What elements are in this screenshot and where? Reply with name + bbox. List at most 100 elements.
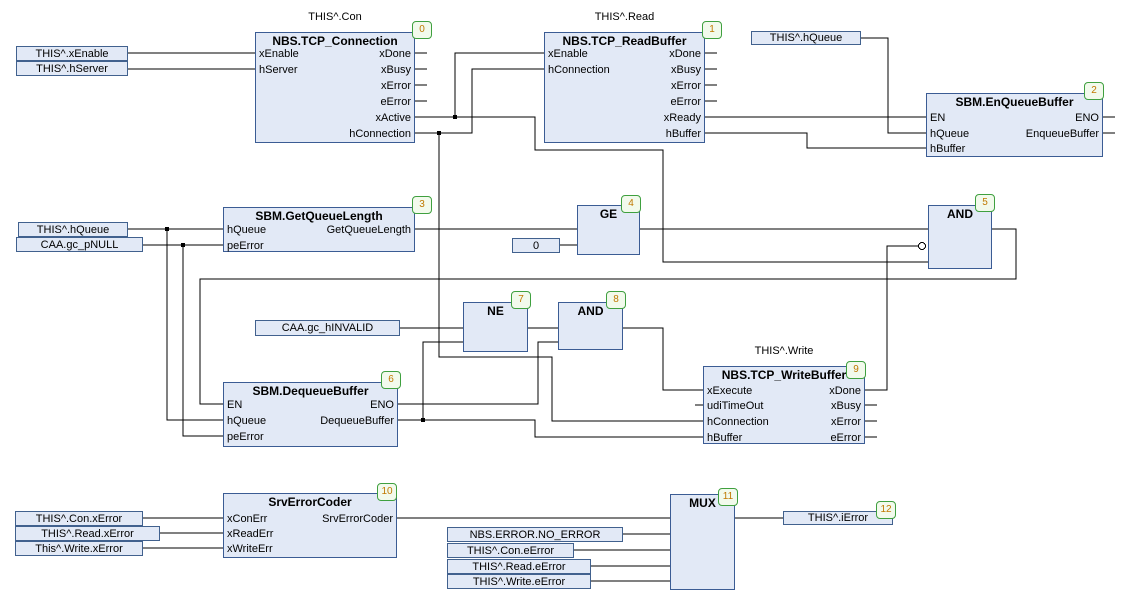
pin-xdone: xDone bbox=[669, 48, 701, 60]
pin-xwriteerr: xWriteErr bbox=[227, 543, 273, 555]
wire bbox=[438, 133, 703, 422]
pin-hbuffer: hBuffer bbox=[930, 143, 966, 155]
wire bbox=[422, 341, 463, 420]
block-tcp-connection[interactable]: NBS.TCP_Connection xEnable hServer xDone… bbox=[255, 32, 415, 143]
wire bbox=[398, 419, 703, 438]
block-enqueuebuffer[interactable]: SBM.EnQueueBuffer EN hQueue hBuffer ENO … bbox=[926, 93, 1103, 157]
block-badge: 2 bbox=[1084, 82, 1104, 100]
block-tcp-readbuffer[interactable]: NBS.TCP_ReadBuffer xEnable hConnection x… bbox=[544, 32, 705, 143]
block-name: MUX bbox=[689, 496, 716, 510]
wire bbox=[182, 245, 223, 437]
pin-uditimeout: udiTimeOut bbox=[707, 400, 764, 412]
wire bbox=[865, 245, 918, 391]
operand-this-hqueue-left[interactable]: THIS^.hQueue bbox=[18, 222, 128, 237]
pin-xerror: xError bbox=[671, 80, 701, 92]
block-name: SBM.EnQueueBuffer bbox=[955, 95, 1074, 109]
junction-dots bbox=[165, 115, 457, 422]
block-dequeuebuffer[interactable]: SBM.DequeueBuffer EN hQueue peError ENO … bbox=[223, 382, 398, 447]
pin-xready: xReady bbox=[663, 112, 701, 124]
operand-caa-gc-pnull[interactable]: CAA.gc_pNULL bbox=[16, 237, 143, 252]
wire bbox=[166, 229, 223, 421]
pin-enqueuebuffer: EnqueueBuffer bbox=[1025, 128, 1099, 140]
block-name: GE bbox=[599, 207, 618, 221]
pin-peerror: peError bbox=[227, 431, 264, 443]
wire bbox=[415, 68, 544, 134]
block-ne[interactable]: NE bbox=[463, 302, 528, 352]
wire bbox=[623, 327, 703, 391]
block-badge: 3 bbox=[412, 196, 432, 214]
block-name: AND bbox=[947, 207, 973, 221]
block-getqueuelength[interactable]: SBM.GetQueueLength hQueue peError GetQue… bbox=[223, 207, 415, 252]
operand-this-con-eerror[interactable]: THIS^.Con.eError bbox=[447, 543, 574, 558]
operand-this-hqueue-top[interactable]: THIS^.hQueue bbox=[751, 31, 861, 45]
pin-hqueue: hQueue bbox=[227, 224, 267, 236]
pin-hqueue: hQueue bbox=[930, 128, 970, 140]
instance-title-con: THIS^.Con bbox=[308, 11, 362, 23]
pin-xdone: xDone bbox=[379, 48, 411, 60]
operand-this-xenable[interactable]: THIS^.xEnable bbox=[16, 46, 128, 61]
pin-xerror: xError bbox=[381, 80, 411, 92]
operand-caa-gc-hinvalid[interactable]: CAA.gc_hINVALID bbox=[255, 320, 400, 336]
wire bbox=[454, 52, 544, 117]
pin-peerror: peError bbox=[227, 240, 264, 252]
pin-hconnection: hConnection bbox=[548, 64, 610, 76]
block-badge: 8 bbox=[606, 291, 626, 309]
instance-title-write: THIS^.Write bbox=[754, 345, 814, 357]
operand-zero[interactable]: 0 bbox=[512, 238, 560, 253]
pin-hconnection: hConnection bbox=[707, 416, 769, 428]
block-mux[interactable]: MUX bbox=[670, 494, 735, 590]
pin-hconnection: hConnection bbox=[349, 128, 411, 140]
pin-xdone: xDone bbox=[829, 385, 861, 397]
pin-en: EN bbox=[227, 399, 243, 411]
block-name: NE bbox=[487, 304, 504, 318]
pin-eerror: eError bbox=[670, 96, 701, 108]
pin-dequeuebuffer: DequeueBuffer bbox=[320, 415, 394, 427]
operand-this-ierror[interactable]: THIS^.iError bbox=[783, 511, 893, 525]
block-srverrorcoder[interactable]: SrvErrorCoder xConErr xReadErr xWriteErr… bbox=[223, 493, 397, 558]
pin-xreaderr: xReadErr bbox=[227, 528, 274, 540]
operand-this-con-xerror[interactable]: THIS^.Con.xError bbox=[15, 511, 143, 526]
block-and-8[interactable]: AND bbox=[558, 302, 623, 350]
operand-this-write-xerror[interactable]: This^.Write.xError bbox=[15, 541, 143, 556]
pin-xbusy: xBusy bbox=[831, 400, 861, 412]
operand-this-hserver[interactable]: THIS^.hServer bbox=[16, 61, 128, 76]
wire bbox=[398, 341, 558, 405]
pin-eno: ENO bbox=[370, 399, 394, 411]
operand-nbs-error-no-error[interactable]: NBS.ERROR.NO_ERROR bbox=[447, 527, 623, 542]
operand-this-write-eerror[interactable]: THIS^.Write.eError bbox=[447, 574, 591, 589]
block-name: SBM.GetQueueLength bbox=[255, 209, 383, 223]
operand-this-read-xerror[interactable]: THIS^.Read.xError bbox=[15, 526, 160, 541]
instance-title-read: THIS^.Read bbox=[594, 11, 655, 23]
block-badge: 7 bbox=[511, 291, 531, 309]
pin-eerror: eError bbox=[380, 96, 411, 108]
block-name: AND bbox=[577, 304, 604, 318]
block-badge: 11 bbox=[718, 488, 738, 506]
block-tcp-writebuffer[interactable]: NBS.TCP_WriteBuffer xExecute udiTimeOut … bbox=[703, 366, 865, 444]
block-badge: 0 bbox=[412, 21, 432, 39]
block-badge: 10 bbox=[377, 483, 397, 501]
pin-en: EN bbox=[930, 112, 946, 124]
block-badge: 12 bbox=[876, 501, 896, 519]
pin-eerror: eError bbox=[830, 432, 861, 444]
block-name: SBM.DequeueBuffer bbox=[252, 384, 369, 398]
pin-hqueue: hQueue bbox=[227, 415, 267, 427]
pin-eno: ENO bbox=[1075, 112, 1099, 124]
pin-xactive: xActive bbox=[375, 112, 411, 124]
block-and-5[interactable]: AND bbox=[928, 205, 992, 269]
block-ge[interactable]: GE bbox=[577, 205, 640, 255]
pin-hbuffer: hBuffer bbox=[707, 432, 743, 444]
block-badge: 4 bbox=[621, 195, 641, 213]
pin-hserver: hServer bbox=[259, 64, 298, 76]
block-badge: 1 bbox=[702, 21, 722, 39]
pin-xenable: xEnable bbox=[259, 48, 299, 60]
pin-hbuffer: hBuffer bbox=[665, 128, 701, 140]
block-name: SrvErrorCoder bbox=[268, 495, 352, 509]
pin-getqueuelength: GetQueueLength bbox=[326, 224, 411, 236]
wire bbox=[415, 116, 928, 263]
pin-xbusy: xBusy bbox=[671, 64, 701, 76]
operand-this-read-eerror[interactable]: THIS^.Read.eError bbox=[447, 559, 591, 574]
negation-circle bbox=[918, 242, 926, 250]
block-name: NBS.TCP_Connection bbox=[272, 34, 398, 48]
pin-xexecute: xExecute bbox=[707, 385, 753, 397]
